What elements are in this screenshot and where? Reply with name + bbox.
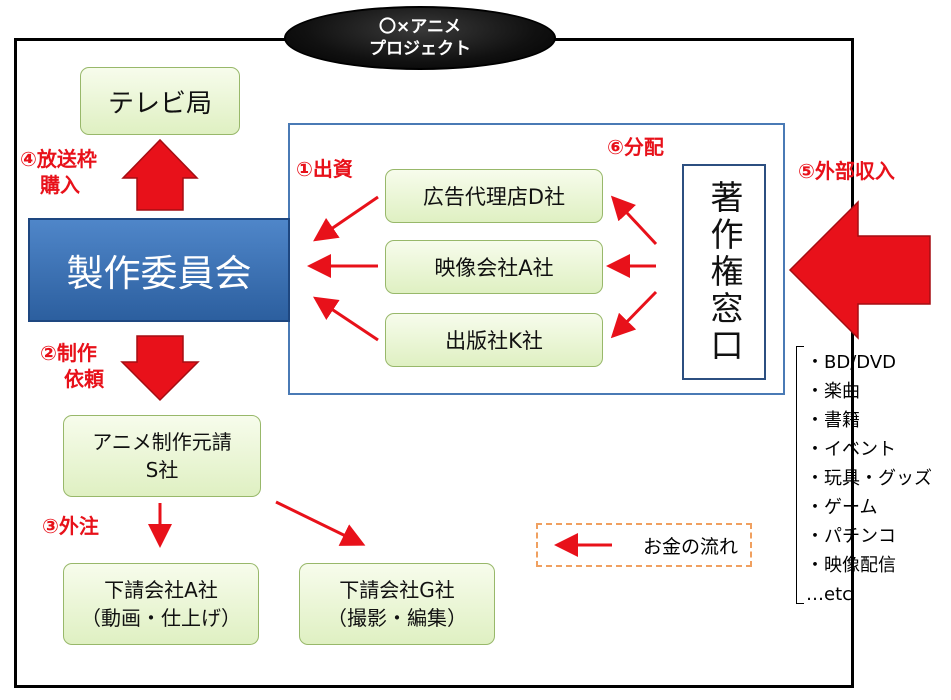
income-item: ・ゲーム <box>806 497 878 518</box>
publisher-label: 出版社K社 <box>445 329 543 353</box>
production-request-block-arrow <box>120 335 200 402</box>
ad-agency-node: 広告代理店D社 <box>385 169 603 223</box>
tv-station-label: テレビ局 <box>107 88 212 119</box>
publisher-node: 出版社K社 <box>385 313 603 367</box>
prime-contractor-line2: S社 <box>145 458 179 482</box>
investment-label: ①出資 <box>296 157 353 181</box>
income-item: ・楽曲 <box>806 381 860 402</box>
rights-window-label: 著作権窓口 <box>705 179 744 365</box>
rights-window-node: 著作権窓口 <box>682 164 766 380</box>
tv-station-node: テレビ局 <box>80 67 240 135</box>
external-income-list: ・BD/DVD ・楽曲 ・書籍 ・イベント ・玩具・グッズ ・ゲーム ・パチンコ… <box>806 348 932 609</box>
legend-text: お金の流れ <box>642 535 738 558</box>
publisher-investment-arrow <box>313 296 379 342</box>
subcontractor-g-line2: （撮影・編集） <box>327 606 467 630</box>
committee-label: 製作委員会 <box>66 252 252 295</box>
income-item: ・玩具・グッズ <box>806 468 932 489</box>
ad-agency-distribution-arrow <box>610 195 658 246</box>
subcontractor-a-line2: （動画・仕上げ） <box>81 606 241 630</box>
subcontractor-a-line1: 下請会社A社 <box>104 578 218 602</box>
project-title-line1: 〇×アニメ <box>379 17 461 37</box>
broadcast-slot-block-arrow <box>121 138 199 211</box>
broadcast-slot-label: ④放送枠 購入 <box>20 146 97 198</box>
subcontractor-g-line1: 下請会社G社 <box>339 578 455 602</box>
ad-agency-investment-arrow <box>313 195 379 242</box>
prime-contractor-node: アニメ制作元請 S社 <box>63 415 261 497</box>
broadcast-slot-line2: 購入 <box>40 173 80 197</box>
ad-agency-label: 広告代理店D社 <box>422 185 566 209</box>
project-title-line2: プロジェクト <box>369 39 471 59</box>
external-income-block-arrow <box>788 200 931 340</box>
external-income-label: ⑤外部収入 <box>798 159 895 183</box>
legend-box: お金の流れ <box>536 523 752 567</box>
subcontractor-g-node: 下請会社G社 （撮影・編集） <box>299 563 495 645</box>
income-item: ・パチンコ <box>806 526 896 547</box>
income-item: ・イベント <box>806 439 896 460</box>
outsourcing-label: ③外注 <box>42 514 99 538</box>
project-title: 〇×アニメ プロジェクト <box>284 6 556 70</box>
production-request-label: ②制作 依頼 <box>40 340 104 392</box>
income-item: ・BD/DVD <box>806 352 896 373</box>
income-item: …etc <box>806 584 853 605</box>
production-request-line2: 依頼 <box>64 367 104 391</box>
committee-node: 製作委員会 <box>28 218 290 322</box>
broadcast-slot-line1: ④放送枠 <box>20 147 97 171</box>
prime-contractor-line1: アニメ制作元請 <box>92 430 232 454</box>
publisher-distribution-arrow <box>610 290 658 339</box>
production-request-line1: ②制作 <box>40 341 97 365</box>
video-company-node: 映像会社A社 <box>385 240 603 294</box>
outsource-g-arrow <box>275 500 366 546</box>
income-bracket <box>796 346 804 604</box>
income-item: ・書籍 <box>806 410 860 431</box>
video-company-label: 映像会社A社 <box>434 256 554 280</box>
income-item: ・映像配信 <box>806 555 896 576</box>
distribution-label: ⑥分配 <box>607 135 664 159</box>
subcontractor-a-node: 下請会社A社 （動画・仕上げ） <box>63 563 259 645</box>
